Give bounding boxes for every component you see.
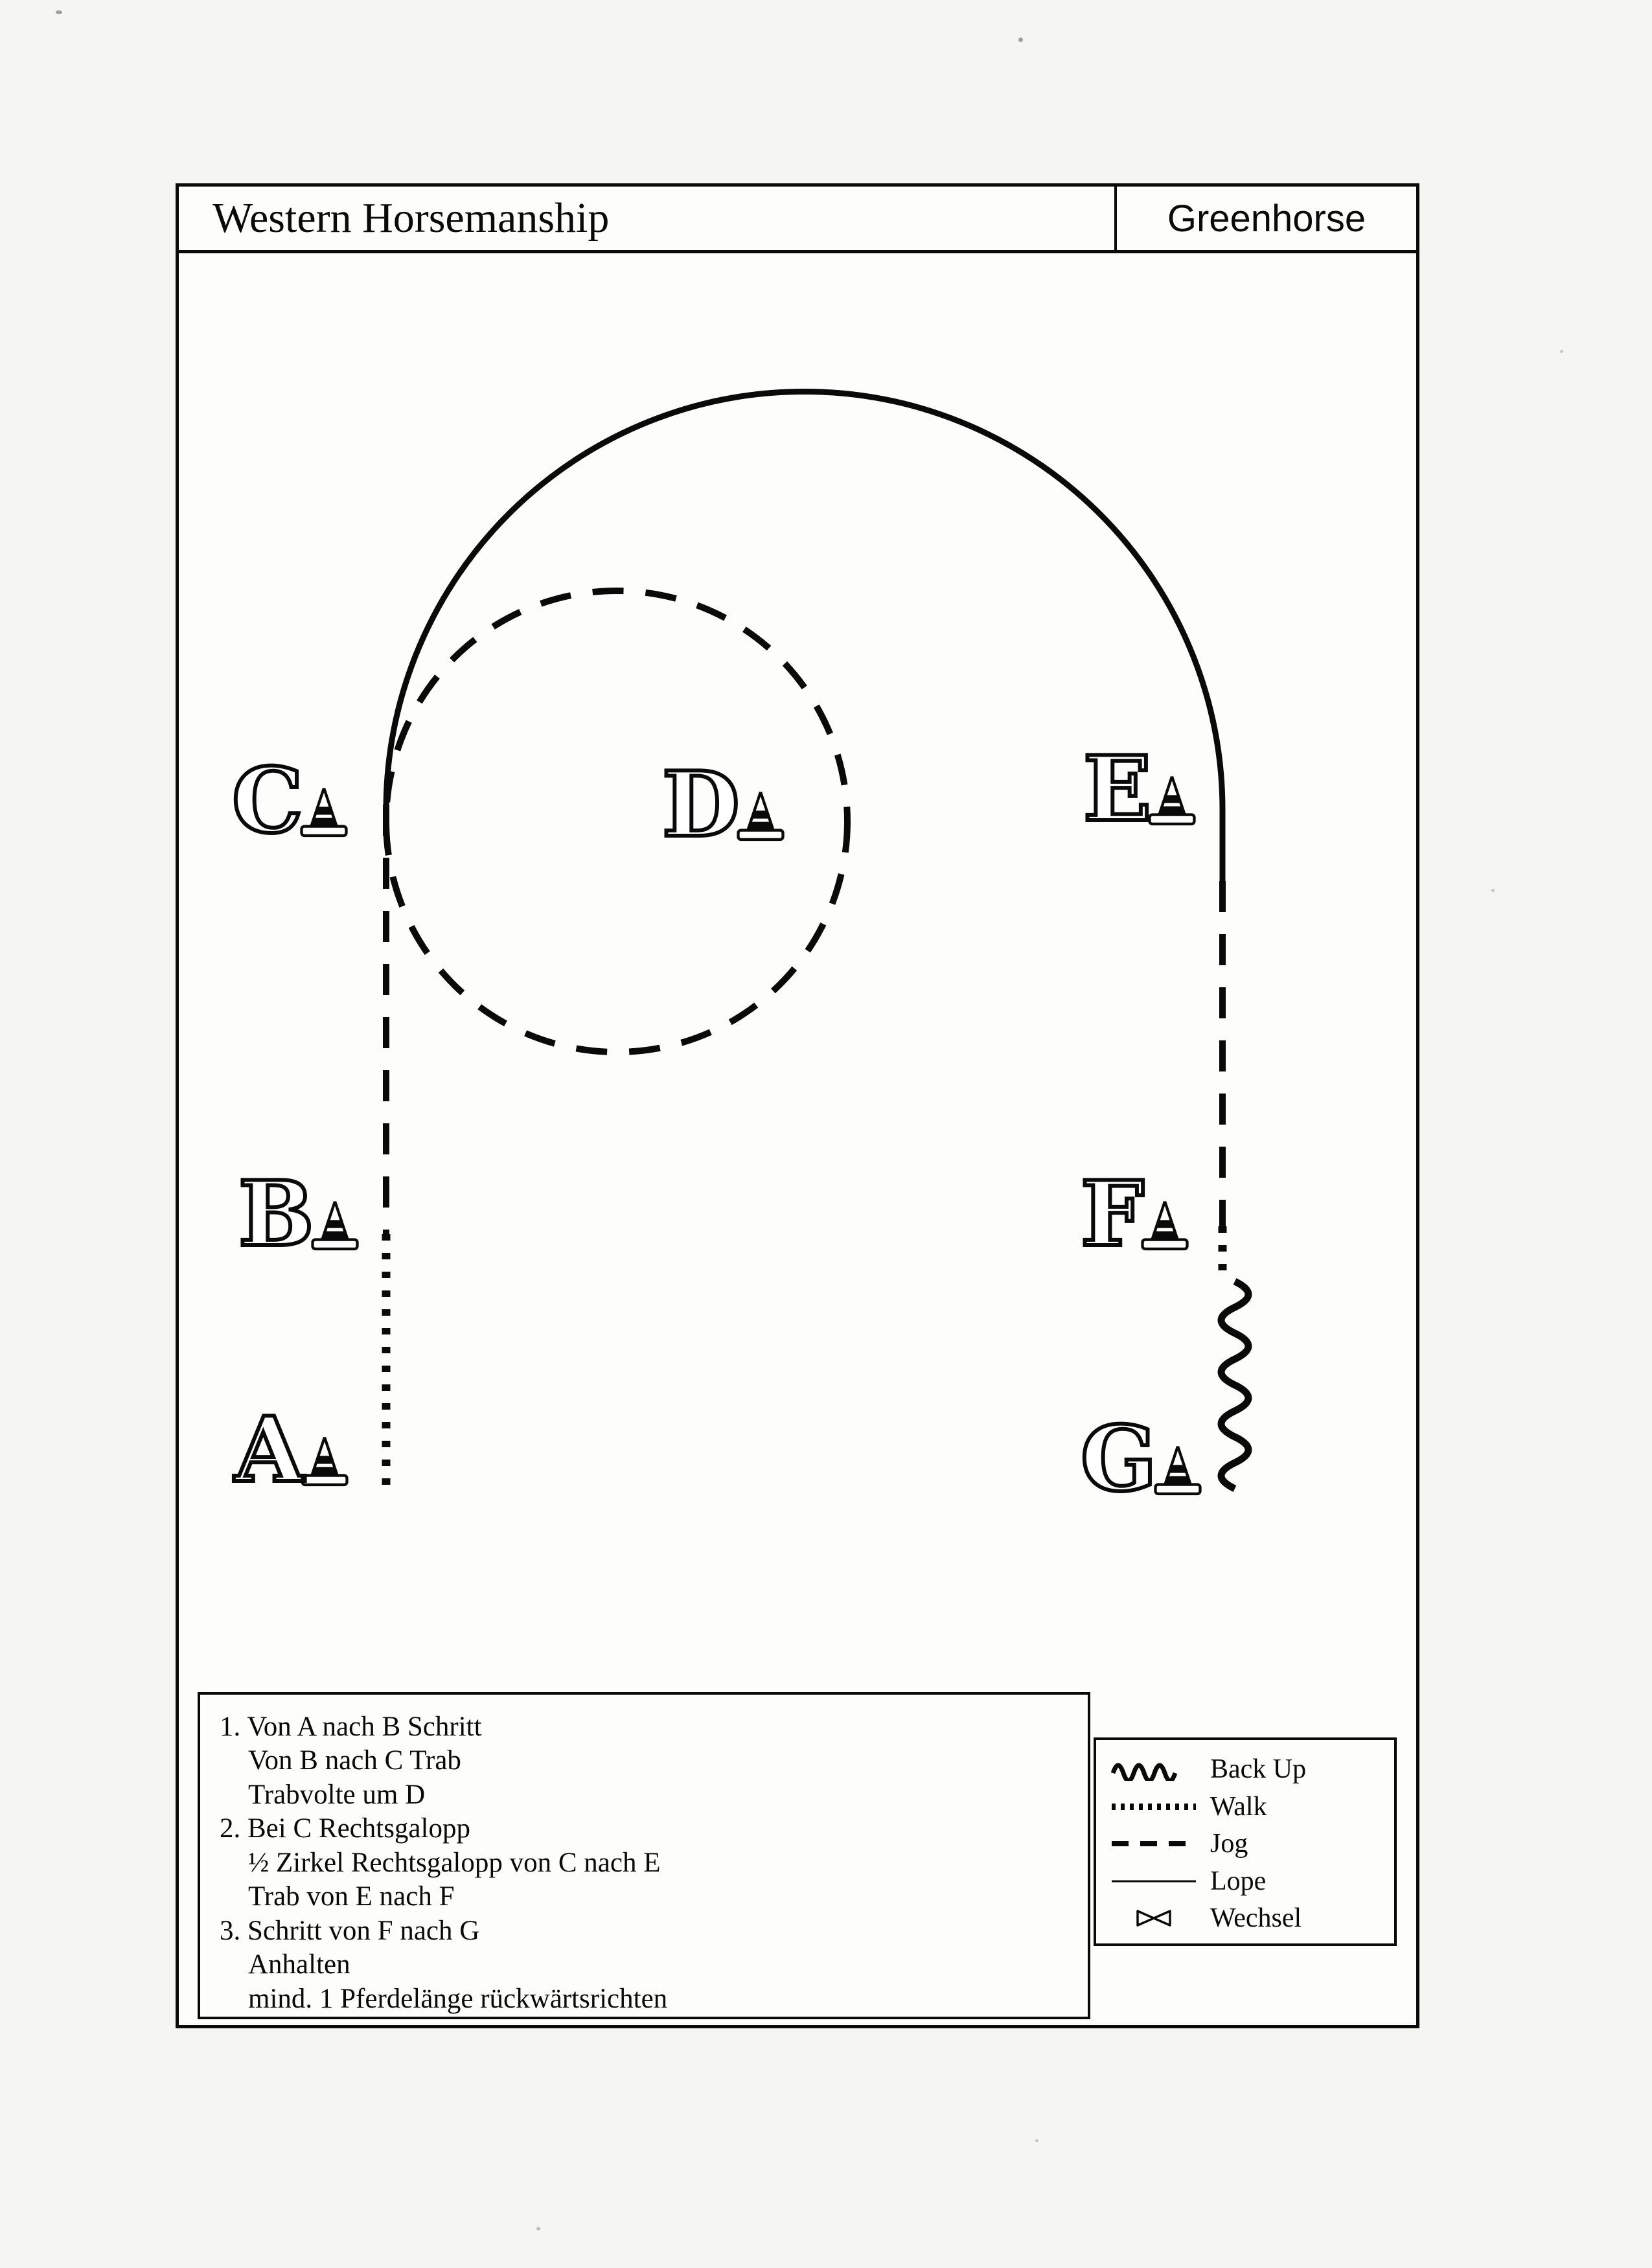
marker-letter: D [660,751,742,857]
wechsel-bowtie-icon [1136,1910,1171,1927]
marker-C: C [230,748,354,853]
legend-item-lope: Lope [1109,1864,1381,1899]
lope-solid-icon [1112,1880,1196,1882]
backup-wave-icon [1110,1763,1178,1781]
marker-letter: A [233,1397,306,1502]
cone-icon [1141,1200,1189,1250]
instruction-line: 3. Schritt von F nach G [220,1915,480,1946]
marker-letter: C [230,748,305,853]
class-level-label: Greenhorse [1114,187,1416,250]
scan-speckle [536,2227,540,2230]
legend-item-backup: Back Up [1109,1752,1381,1787]
instruction-line: Trab von E nach F [248,1881,455,1912]
legend-label: Wechsel [1210,1903,1302,1933]
cone-icon [1154,1445,1202,1495]
legend-label: Back Up [1210,1754,1307,1784]
walk-dotted-icon [1112,1803,1196,1810]
cone-icon [310,1200,359,1250]
marker-F: F [1079,1161,1195,1266]
marker-letter: B [236,1161,316,1266]
legend-item-wechsel: Wechsel [1109,1901,1381,1936]
marker-letter: G [1079,1406,1159,1511]
marker-A: A [233,1397,354,1502]
legend-item-walk: Walk [1109,1789,1381,1824]
cone-icon [737,791,785,841]
scan-speckle [1018,38,1023,42]
pattern-instructions-box: 1. Von A nach B Schritt Von B nach C Tra… [198,1692,1090,2019]
scan-speckle [1035,2139,1038,2142]
legend-label: Lope [1210,1866,1267,1896]
instruction-line: Von B nach C Trab [248,1745,461,1776]
instruction-line: Anhalten [248,1949,350,1980]
marker-E: E [1081,736,1202,842]
marker-D: D [660,751,790,857]
legend-label: Walk [1210,1791,1267,1822]
instruction-line: 2. Bei C Rechtsgalopp [220,1813,470,1844]
marker-G: G [1079,1406,1208,1511]
cone-icon [300,787,348,837]
legend-label: Jog [1210,1829,1248,1859]
marker-B: B [236,1161,365,1266]
page-title: Western Horsemanship [212,194,610,242]
header: Western Horsemanship Greenhorse [179,187,1416,253]
gait-legend-box: Back Up Walk Jog Lope Wechse [1094,1737,1397,1946]
scan-speckle [56,10,62,14]
scan-speckle [1491,889,1495,892]
cone-icon [301,1436,349,1486]
instruction-line: 1. Von A nach B Schritt [220,1712,482,1742]
marker-letter: E [1081,736,1153,842]
scan-speckle [1560,350,1563,353]
cone-icon [1148,775,1196,825]
instruction-line: Trabvolte um D [248,1779,426,1810]
jog-dashed-icon [1112,1841,1196,1846]
marker-letter: F [1079,1161,1146,1266]
instruction-line: ½ Zirkel Rechtsgalopp von C nach E [248,1847,661,1878]
legend-item-jog: Jog [1109,1826,1381,1861]
instruction-line: mind. 1 Pferdelänge rückwärtsrichten [248,1983,668,2014]
